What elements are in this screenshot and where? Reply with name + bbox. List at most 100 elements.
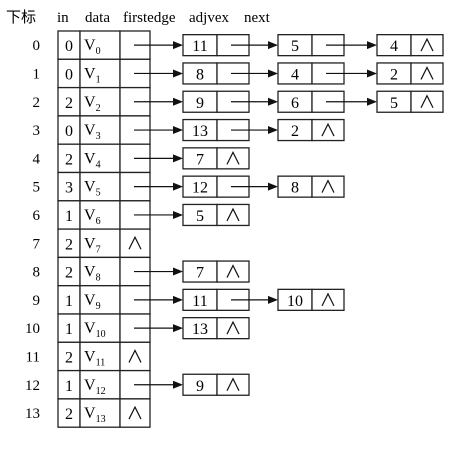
edge-node: 11	[182, 288, 278, 312]
data-cell	[79, 256, 121, 287]
edge-node: 4	[376, 34, 444, 57]
next-arrow	[231, 295, 278, 304]
row-index: 9	[33, 293, 41, 309]
edge-node: 7	[182, 260, 250, 283]
firstedge-arrow	[134, 97, 183, 106]
next-arrow	[326, 97, 377, 106]
next-arrow	[326, 69, 377, 78]
adjvex-value: 6	[291, 95, 299, 112]
vertex-subscript: 8	[96, 273, 101, 284]
in-degree-value: 1	[65, 293, 73, 310]
header-adjvex-label: adjvex	[189, 10, 229, 26]
data-cell	[79, 171, 121, 202]
firstedge-arrow	[134, 154, 183, 163]
in-degree-value: 0	[65, 66, 73, 83]
next-null-icon	[226, 207, 240, 222]
vertex-name: V11	[84, 348, 105, 368]
next-cell	[216, 316, 250, 340]
data-cell	[79, 228, 121, 259]
next-cell	[311, 118, 345, 142]
in-degree-value: 2	[65, 406, 73, 423]
vertex-letter: V	[84, 320, 96, 337]
in-degree-value: 1	[65, 208, 73, 225]
adjvex-value: 10	[287, 293, 303, 310]
vertex-subscript: 3	[96, 131, 101, 142]
adjvex-value: 5	[390, 95, 398, 112]
vertex-name: V3	[84, 122, 101, 142]
in-degree-value: 2	[65, 349, 73, 366]
adjvex-value: 12	[192, 180, 208, 197]
vertex-letter: V	[84, 122, 96, 139]
next-null-icon	[226, 377, 240, 392]
row-index: 10	[25, 321, 40, 337]
row-index: 3	[33, 123, 41, 139]
next-arrow	[231, 97, 278, 106]
vertex-name: V10	[84, 320, 106, 340]
header-row: 下标 in data firstedge adjvex next	[6, 9, 271, 26]
adjvex-value: 7	[196, 151, 204, 168]
firstedge-cell	[119, 341, 151, 372]
vertex-subscript: 2	[96, 103, 101, 114]
row-index: 0	[33, 38, 41, 54]
firstedge-null-icon	[128, 349, 142, 363]
vertex-name: V9	[84, 292, 101, 312]
firstedge-cell	[119, 228, 151, 259]
header-next-label: next	[244, 10, 271, 26]
next-cell	[216, 260, 250, 283]
firstedge-arrow	[134, 324, 183, 333]
firstedge-arrow	[134, 126, 183, 135]
vertex-subscript: 7	[96, 244, 101, 255]
next-arrow	[231, 182, 278, 191]
adjvex-value: 13	[192, 321, 208, 338]
edge-node: 11	[182, 34, 278, 57]
next-arrow	[231, 41, 278, 50]
in-degree-value: 2	[65, 236, 73, 253]
next-cell	[216, 147, 250, 170]
vertex-name: V4	[84, 150, 101, 170]
vertex-subscript: 13	[96, 414, 106, 425]
vertex-letter: V	[84, 235, 96, 252]
adjvex-value: 8	[291, 180, 299, 197]
vertex-subscript: 6	[96, 216, 101, 227]
edge-node: 2	[277, 118, 345, 142]
vertex-letter: V	[84, 264, 96, 281]
adjvex-value: 9	[196, 378, 204, 395]
next-cell	[216, 373, 250, 396]
edge-node: 10	[277, 288, 345, 312]
edge-node: 6	[277, 90, 377, 113]
adjvex-value: 8	[196, 66, 204, 83]
vertex-letter: V	[84, 150, 96, 167]
firstedge-cell	[119, 398, 151, 428]
in-degree-value: 1	[65, 378, 73, 395]
vertex-name: V1	[84, 65, 101, 85]
vertex-subscript: 5	[96, 188, 101, 199]
header-index-label: 下标	[6, 9, 36, 26]
data-cell	[79, 30, 121, 60]
edge-node: 9	[182, 90, 278, 113]
edge-node: 9	[182, 373, 250, 396]
edge-node: 5	[277, 34, 377, 57]
vertex-name: V8	[84, 264, 101, 284]
next-null-icon	[321, 292, 335, 307]
vertex-letter: V	[84, 37, 96, 54]
firstedge-arrow	[134, 182, 183, 191]
header-data-label: data	[85, 10, 110, 26]
adjvex-value: 2	[390, 66, 398, 83]
vertex-subscript: 0	[96, 46, 101, 57]
in-degree-value: 1	[65, 321, 73, 338]
edge-node: 5	[376, 90, 444, 113]
edge-node: 4	[277, 62, 377, 85]
vertex-name: V13	[84, 405, 106, 425]
next-cell	[216, 203, 250, 227]
firstedge-arrow	[134, 69, 183, 78]
next-cell	[410, 90, 444, 113]
